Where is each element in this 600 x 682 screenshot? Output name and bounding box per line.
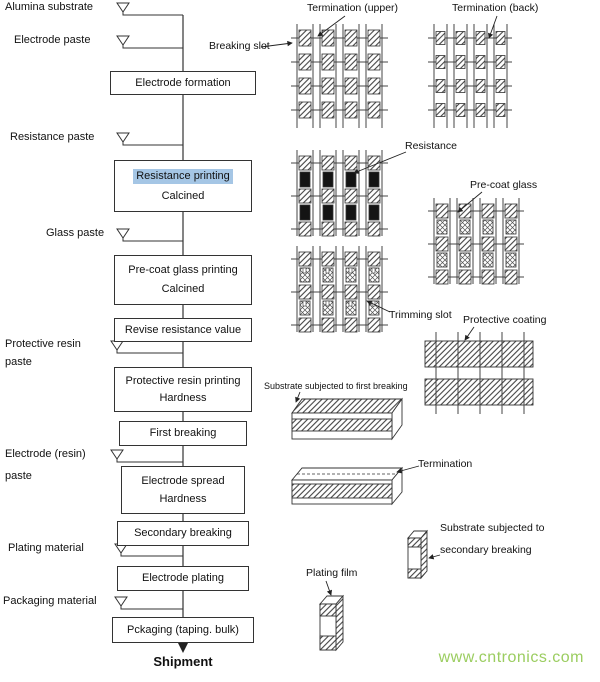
flow-step-resistance-printing: Resistance printing Calcined (114, 160, 252, 212)
flow-step-label: Hardness (159, 391, 207, 404)
material-packaging-material: Packaging material (3, 595, 97, 607)
flow-step-precoat-glass-printing: Pre-coat glass printing Calcined (114, 255, 252, 305)
flow-step-first-breaking: First breaking (119, 421, 247, 446)
flow-step-label: Pckaging (taping. bulk) (127, 623, 239, 636)
substrate-grid-illustrations (291, 24, 524, 333)
flow-step-label: First breaking (149, 427, 217, 440)
annotation-protective-coating: Protective coating (463, 314, 547, 326)
material-electrode-resin-paste: Electrode (resin) (5, 448, 86, 460)
flow-step-packaging: Pckaging (taping. bulk) (112, 617, 254, 643)
flow-step-secondary-breaking: Secondary breaking (117, 521, 249, 546)
annotation-trimming-slot: Trimming slot (389, 309, 452, 321)
flow-step-label: Calcined (161, 283, 205, 296)
annotation-termination-upper: Termination (upper) (307, 2, 399, 14)
annotation-secondary-breaking-substrate: secondary breaking (440, 544, 532, 556)
flow-step-highlighted-label: Resistance printing (133, 169, 233, 184)
flow-step-protective-resin-printing: Protective resin printing Hardness (114, 367, 252, 412)
annotation-first-breaking-substrate: Substrate subjected to first breaking (264, 381, 408, 391)
material-protective-resin-paste: paste (5, 356, 32, 368)
flow-step-label: Electrode spread (141, 474, 225, 487)
material-resistance-paste: Resistance paste (10, 131, 95, 143)
annotation-termination: Termination (418, 458, 473, 470)
material-electrode-paste: Electrode paste (14, 34, 91, 46)
secondary-breaking-chip-illustration (407, 529, 428, 580)
material-funnel-icons (110, 2, 183, 610)
plating-film-chip-illustration (319, 594, 344, 652)
first-breaking-substrate-illustration (291, 397, 403, 441)
annotation-resistance: Resistance (405, 140, 457, 152)
annotation-secondary-breaking-substrate: Substrate subjected to (440, 522, 545, 534)
watermark: www.cntronics.com (438, 649, 584, 666)
material-glass-paste: Glass paste (46, 227, 105, 239)
flow-step-revise-resistance-value: Revise resistance value (114, 318, 252, 342)
flow-step-label: Secondary breaking (134, 527, 232, 540)
material-protective-resin-paste: Protective resin (5, 338, 81, 350)
material-electrode-resin-paste: paste (5, 470, 32, 482)
flow-step-label: Hardness (159, 492, 207, 505)
shipment-label: Shipment (153, 654, 213, 669)
annotation-plating-film: Plating film (306, 567, 358, 579)
flow-step-electrode-formation: Electrode formation (110, 71, 256, 95)
annotation-termination-back: Termination (back) (452, 2, 539, 14)
flow-step-electrode-spread: Electrode spread Hardness (121, 466, 245, 514)
protective-coating-illustration (424, 332, 534, 414)
annotation-arrow-icons (260, 15, 498, 596)
flow-step-label: Pre-coat glass printing (128, 264, 238, 277)
annotation-breaking-slot: Breaking slot (209, 40, 270, 52)
flow-step-label: Revise resistance value (124, 323, 242, 336)
flow-step-label: Electrode formation (135, 76, 231, 89)
material-plating-material: Plating material (8, 542, 84, 554)
flow-step-label: Calcined (161, 190, 205, 203)
flow-step-label: Electrode plating (142, 572, 224, 585)
flow-step-label: Protective resin printing (125, 374, 241, 387)
material-alumina-substrate: Alumina substrate (5, 1, 94, 13)
annotation-pre-coat-glass: Pre-coat glass (470, 179, 538, 191)
electrode-spread-substrate-illustration (291, 466, 403, 506)
shipment-arrow-icon (178, 643, 188, 653)
flow-step-electrode-plating: Electrode plating (117, 566, 249, 591)
